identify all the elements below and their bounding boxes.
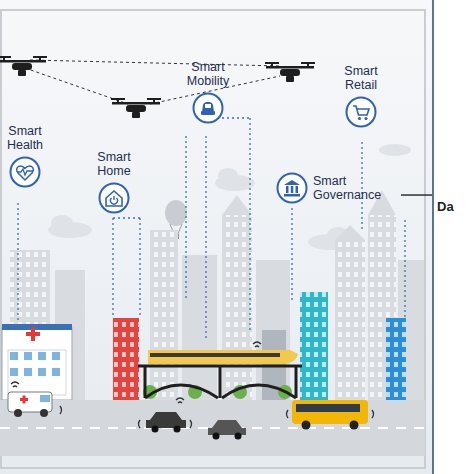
home-node: Smart Home bbox=[91, 150, 137, 214]
icon-circle bbox=[192, 92, 224, 124]
bridge bbox=[138, 366, 302, 398]
ambulance bbox=[8, 392, 52, 417]
cars bbox=[146, 412, 246, 440]
bus bbox=[292, 400, 368, 430]
drone-links bbox=[25, 60, 280, 104]
panel-title: Da bbox=[437, 200, 473, 214]
mobility-node: Smart Mobility bbox=[178, 60, 238, 124]
drones bbox=[0, 56, 315, 118]
icon-circle bbox=[345, 96, 377, 128]
sensor-wires bbox=[18, 118, 405, 340]
teal-building bbox=[300, 292, 328, 400]
data-panel: Da bbox=[432, 0, 474, 474]
node-label: Smart Health bbox=[2, 124, 48, 152]
health-node: Smart Health bbox=[2, 124, 48, 188]
train bbox=[148, 350, 298, 364]
icon-circle bbox=[98, 182, 130, 214]
icon-circle bbox=[276, 172, 308, 204]
node-label: Smart Retail bbox=[334, 64, 388, 92]
blue-building bbox=[386, 318, 406, 400]
node-label: Smart Mobility bbox=[178, 60, 238, 88]
icon-circle bbox=[9, 156, 41, 188]
connector bbox=[401, 195, 432, 196]
wifi-signals bbox=[11, 342, 374, 428]
node-label: Smart Governance bbox=[313, 174, 399, 202]
governance-node: Smart Governance bbox=[276, 172, 399, 204]
retail-node: Smart Retail bbox=[334, 64, 388, 128]
road bbox=[0, 400, 425, 456]
red-building bbox=[113, 318, 139, 400]
node-label: Smart Home bbox=[91, 150, 137, 178]
hospital bbox=[2, 324, 72, 400]
sky bbox=[0, 0, 432, 474]
frame bbox=[1, 10, 425, 468]
